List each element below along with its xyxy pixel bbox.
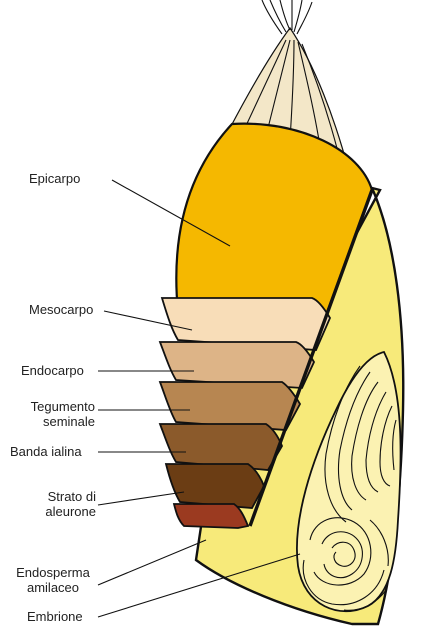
brush-strand xyxy=(297,41,321,147)
brush-strand xyxy=(279,0,291,31)
embryo-swirl xyxy=(337,371,371,511)
label-mesocarpo: Mesocarpo xyxy=(29,302,94,317)
label-strato-aleurone: Strato di aleurone xyxy=(32,489,96,519)
endocarp-step xyxy=(158,341,316,389)
embryo-swirl xyxy=(351,381,379,501)
embryo-swirl xyxy=(321,531,363,579)
leader-epicarpo xyxy=(111,179,231,247)
embryo-swirl xyxy=(324,365,361,523)
label-endosperma-line1: Endosperma xyxy=(16,565,90,580)
label-endosperma-amilaceo: Endosperma amilaceo xyxy=(10,565,96,595)
leader-endosperma xyxy=(97,539,207,586)
label-embrione: Embrione xyxy=(27,609,83,624)
embryo-swirl xyxy=(379,405,393,487)
label-banda-ialina: Banda ialina xyxy=(10,444,82,459)
brush-strand xyxy=(261,0,283,35)
label-endocarpo: Endocarpo xyxy=(21,363,84,378)
aleurone-red-step xyxy=(172,503,250,529)
embryo-swirl xyxy=(343,589,387,611)
embryo-swirl xyxy=(369,519,389,567)
embryo-swirl xyxy=(331,541,356,567)
embryo-swirl xyxy=(392,419,397,471)
brush-strand xyxy=(243,39,287,131)
embryo-swirl xyxy=(365,391,387,493)
brush-strand xyxy=(296,1,313,35)
leader-strato xyxy=(97,491,185,506)
label-tegumento-line1: Tegumento xyxy=(30,399,95,414)
crease-line xyxy=(248,189,374,527)
aleurone-dark-step xyxy=(164,463,265,509)
label-tegumento-seminale: Tegumento seminale xyxy=(17,399,95,429)
brush-strand xyxy=(269,0,287,33)
mesocarp-step xyxy=(160,297,332,351)
label-tegumento-line2: seminale xyxy=(42,414,95,429)
embryo xyxy=(296,350,402,613)
embryo-swirl xyxy=(302,559,385,606)
label-strato-line1: Strato di xyxy=(47,489,96,504)
leader-lines xyxy=(97,179,301,618)
pericarp-layers xyxy=(158,297,332,529)
seed-coat-step xyxy=(158,381,302,431)
brush-strand xyxy=(301,43,339,153)
brush-strand xyxy=(293,0,303,33)
embryo-swirl xyxy=(309,517,372,586)
label-endosperma-line2: amilaceo xyxy=(26,580,80,595)
label-epicarpo: Epicarpo xyxy=(29,171,81,186)
leader-embrione xyxy=(97,553,301,618)
label-strato-line2: aleurone xyxy=(45,504,96,519)
leader-mesocarpo xyxy=(103,310,193,331)
